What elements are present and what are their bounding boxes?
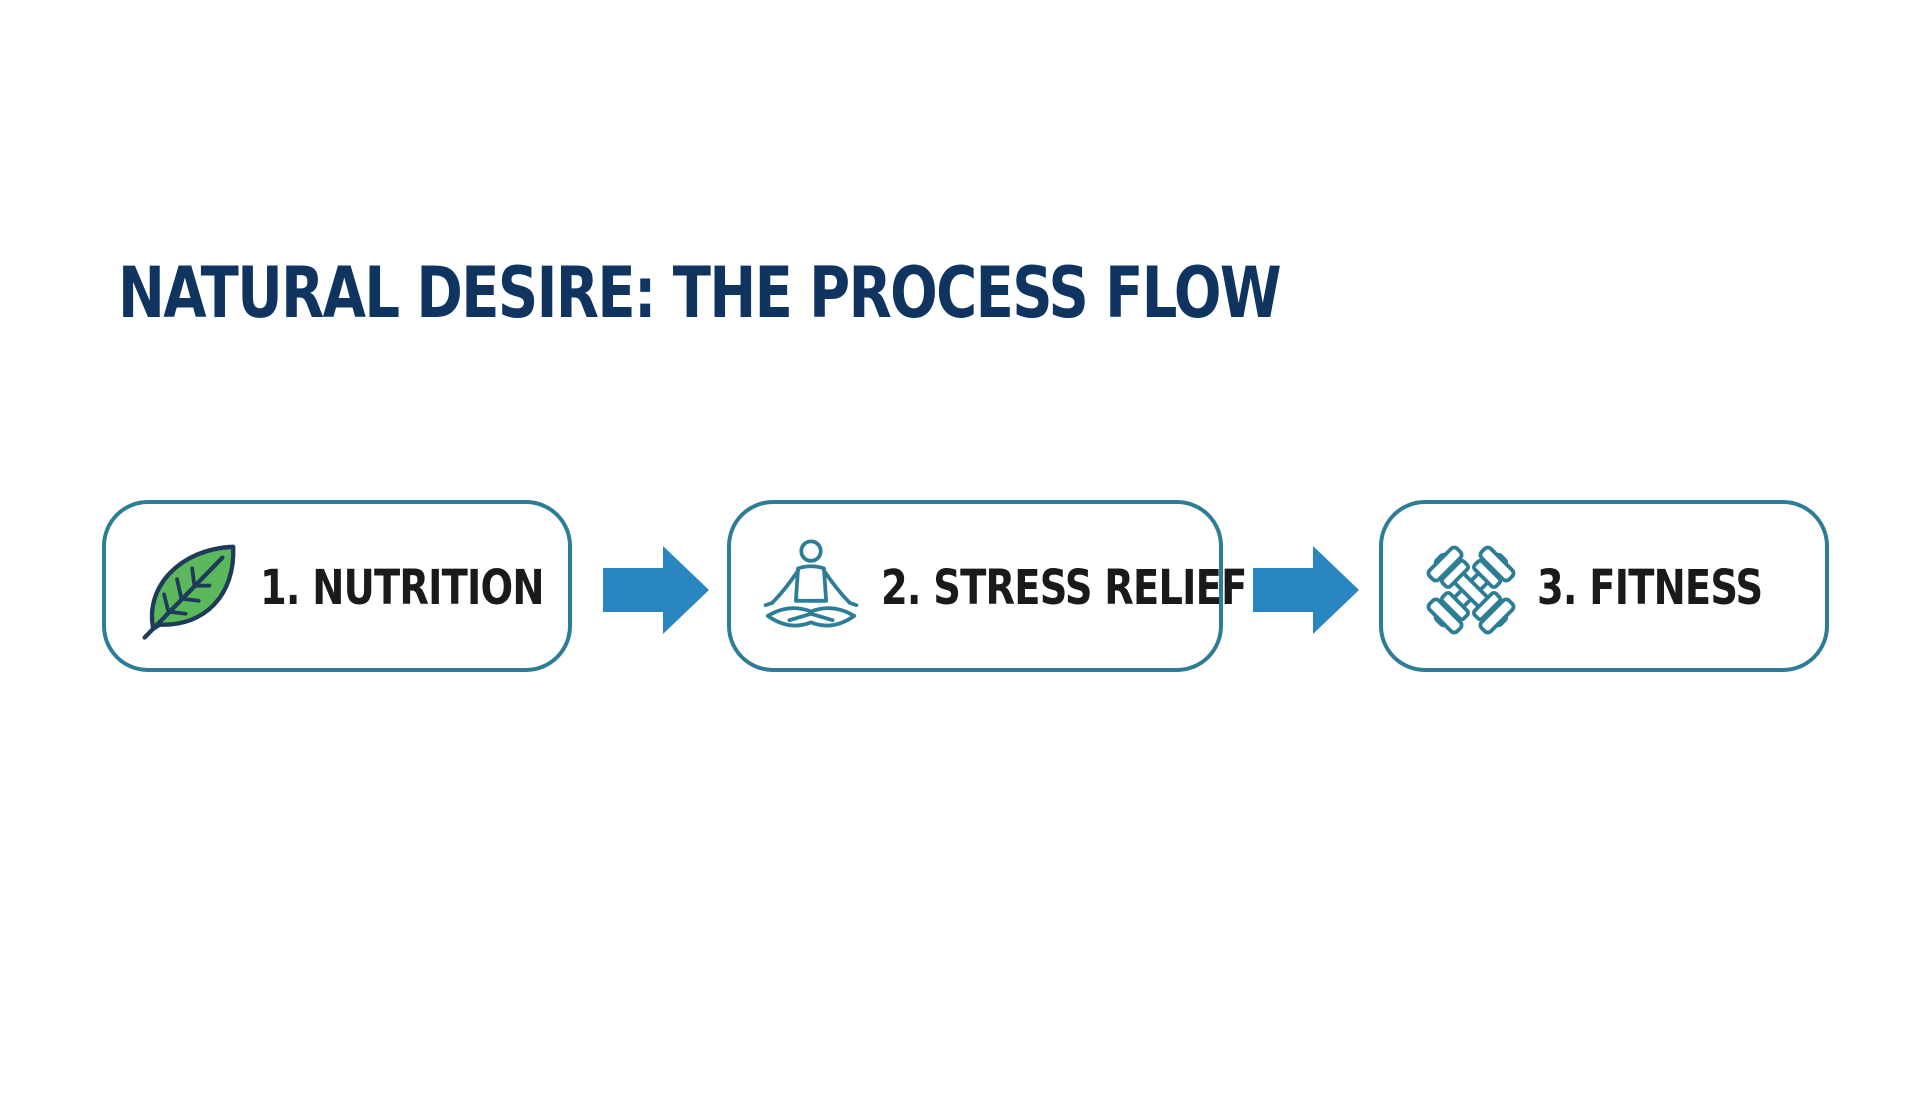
slide-title: NATURAL DESIRE: THE PROCESS FLOW (118, 252, 1282, 334)
flow-arrow-2 (1253, 546, 1359, 634)
flow-arrow-1 (603, 546, 709, 634)
step-box-fitness: 3. FITNESS (1379, 500, 1829, 672)
meditation-icon (757, 536, 865, 644)
step-box-nutrition: 1. NUTRITION (102, 500, 572, 672)
step-label: 2. STRESS RELIEF (881, 560, 1247, 616)
step-box-stress-relief: 2. STRESS RELIEF (727, 500, 1247, 672)
leaf-icon (136, 536, 244, 644)
dumbbell-icon (1417, 536, 1525, 644)
step-label: 1. NUTRITION (260, 560, 545, 616)
step-label: 3. FITNESS (1537, 560, 1763, 616)
